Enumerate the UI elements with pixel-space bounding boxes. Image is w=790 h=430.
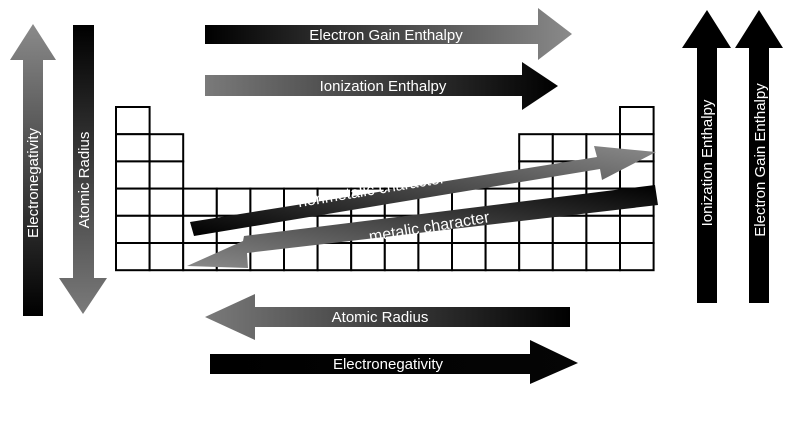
grid-cell	[350, 242, 386, 272]
grid-cell	[551, 242, 588, 272]
grid-cell	[148, 133, 185, 163]
electron-gain-enthalpy-right-arrow: Electron Gain Enthalpy	[735, 10, 783, 303]
electron-gain-enthalpy-top-arrow: Electron Gain Enthalpy	[205, 8, 572, 60]
grid-cell	[182, 187, 218, 217]
electron-gain-enthalpy-right-label: Electron Gain Enthalpy	[752, 83, 769, 237]
atomic-radius-left-arrow: Atomic Radius	[59, 25, 107, 314]
grid-cell	[215, 187, 252, 217]
grid-cell	[316, 242, 353, 272]
atomic-radius-bottom-label: Atomic Radius	[332, 309, 429, 326]
grid-cell	[518, 133, 554, 163]
grid-cell	[451, 242, 487, 272]
electronegativity-left-arrow: Electronegativity	[10, 24, 56, 316]
grid-cell	[148, 214, 185, 245]
electronegativity-left-label: Electronegativity	[25, 127, 42, 238]
grid-cell	[417, 242, 453, 272]
ionization-enthalpy-top-label: Ionization Enthalpy	[320, 78, 447, 95]
grid-cell	[551, 133, 588, 163]
grid-cell	[115, 214, 151, 245]
atomic-radius-left-label: Atomic Radius	[76, 132, 93, 229]
electronegativity-bottom-label: Electronegativity	[333, 356, 444, 373]
grid-cell	[619, 106, 655, 136]
grid-cell	[115, 187, 151, 217]
grid-cell	[115, 106, 151, 136]
electronegativity-bottom-arrow: Electronegativity	[210, 340, 578, 384]
grid-cell	[115, 242, 151, 272]
ionization-enthalpy-right-label: Ionization Enthalpy	[699, 99, 716, 226]
atomic-radius-bottom-arrow: Atomic Radius	[205, 294, 570, 340]
grid-cell	[585, 242, 622, 272]
grid-cell	[148, 160, 185, 190]
ionization-enthalpy-right-arrow: Ionization Enthalpy	[682, 10, 731, 303]
grid-cell	[518, 242, 554, 272]
grid-cell	[619, 242, 655, 272]
grid-cell	[148, 187, 185, 217]
ionization-enthalpy-top-arrow: Ionization Enthalpy	[205, 62, 558, 110]
grid-cell	[619, 214, 655, 245]
grid-cell	[148, 242, 185, 272]
electron-gain-enthalpy-top-label: Electron Gain Enthalpy	[309, 27, 463, 44]
grid-cell	[551, 214, 588, 245]
grid-cell	[585, 214, 622, 245]
grid-cell	[115, 160, 151, 190]
grid-cell	[115, 133, 151, 163]
grid-cell	[383, 242, 420, 272]
grid-cell	[484, 242, 521, 272]
